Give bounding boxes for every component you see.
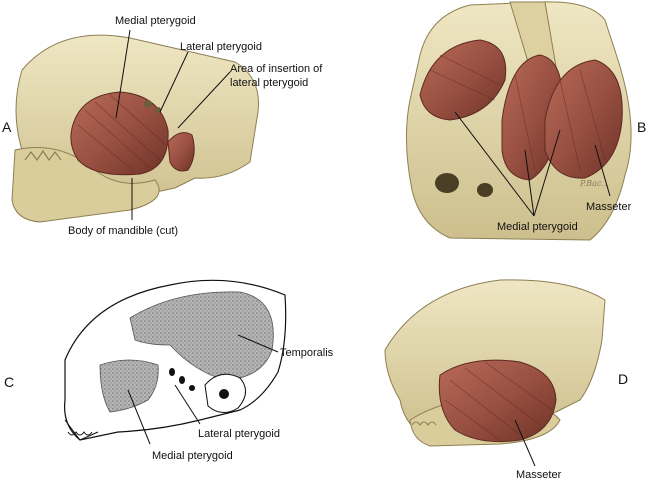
label-a-body-of-mandible: Body of mandible (cut) (68, 225, 178, 237)
panel-letter-a: A (2, 119, 12, 135)
panel-c-temporalis-area (129, 291, 274, 381)
leader-c-lateral (174, 384, 201, 425)
label-d-masseter: Masseter (516, 469, 562, 481)
label-c-lateral-pterygoid: Lateral pterygoid (198, 428, 280, 440)
panel-a-foramen (155, 107, 161, 113)
panel-c-foramen (189, 385, 195, 391)
label-b-masseter: Masseter (586, 201, 632, 213)
panel-b: B P.Bac... Masseter Medial pterygoid (405, 1, 646, 241)
leader-c-medial (127, 389, 151, 445)
panel-a: A Medial pterygoid Lateral pterygoid Are… (2, 15, 323, 237)
panel-a-mandible (11, 147, 160, 223)
leader-d-masseter (514, 419, 536, 467)
label-b-medial-pterygoid: Medial pterygoid (497, 221, 578, 233)
panel-d-teeth (411, 421, 437, 426)
panel-a-teeth (24, 149, 62, 162)
panel-a-foramen (144, 100, 152, 108)
panel-b-masseter-muscle (544, 59, 623, 179)
label-c-medial-pterygoid: Medial pterygoid (152, 450, 233, 462)
panel-a-lateral-pterygoid-muscle (167, 132, 195, 172)
panel-b-opening (435, 173, 459, 193)
panel-c: C Temporalis Lateral pterygoid Medial pt… (4, 279, 334, 462)
panel-c-foramen (179, 376, 185, 384)
leader-a-insertion (177, 71, 231, 129)
panel-b-opening (477, 183, 493, 197)
label-a-medial-pterygoid: Medial pterygoid (115, 15, 196, 27)
panel-b-medial-pterygoid-left (419, 39, 507, 121)
leader-a-lateral (159, 51, 189, 113)
panel-a-muscle-striations (77, 94, 167, 173)
label-a-insertion-line2: lateral pterygoid (230, 77, 308, 89)
panel-d: D Masseter (384, 279, 628, 481)
artist-signature: P.Bac... (579, 179, 609, 188)
leader-b-medial-1 (454, 111, 535, 217)
panel-c-medial-pterygoid-area (99, 359, 159, 413)
panel-c-jaw (64, 419, 99, 441)
panel-c-foramen (169, 368, 175, 376)
panel-d-muscle-striations (444, 361, 553, 441)
label-a-lateral-pterygoid: Lateral pterygoid (180, 41, 262, 53)
panel-a-medial-pterygoid-muscle (70, 91, 169, 176)
leader-b-masseter (594, 144, 611, 197)
panel-c-ear-canal (219, 389, 229, 399)
panel-letter-b: B (637, 119, 646, 135)
panel-c-teeth (67, 431, 93, 436)
label-a-insertion-line1: Area of insertion of (230, 63, 323, 75)
leader-c-temporalis (237, 334, 279, 353)
leader-a-medial (115, 29, 131, 119)
leader-b-medial-3 (533, 129, 561, 217)
panel-letter-d: D (618, 371, 628, 387)
label-c-temporalis: Temporalis (280, 347, 334, 359)
panel-b-muscle-striations (429, 54, 606, 171)
leader-b-medial-2 (524, 149, 535, 217)
panel-letter-c: C (4, 374, 14, 390)
panel-d-masseter-muscle (438, 359, 557, 443)
